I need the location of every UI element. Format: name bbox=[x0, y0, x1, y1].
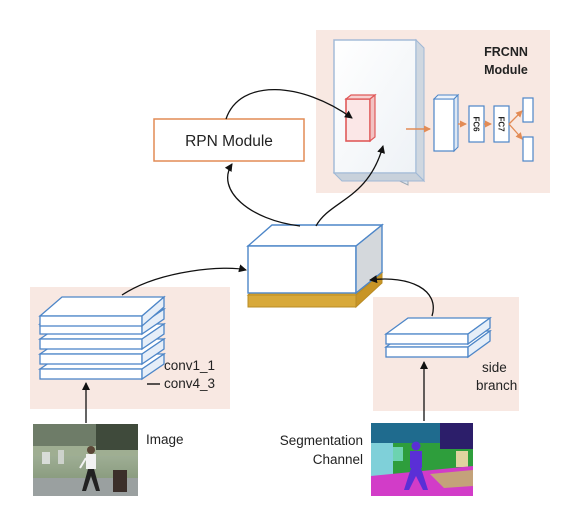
fc-branch-arrow-top bbox=[508, 110, 523, 125]
arrow-fused-to-rpn bbox=[224, 163, 301, 227]
fc-branch-arrow-bottom bbox=[508, 123, 523, 140]
side-branch-label-line2: branch bbox=[476, 378, 517, 393]
image-label: Image bbox=[146, 432, 184, 447]
arrow-rpn-to-roi bbox=[225, 89, 353, 120]
pooled-feature-block bbox=[432, 93, 460, 153]
rpn-module-box bbox=[153, 118, 305, 162]
rpn-module-label: RPN Module bbox=[185, 133, 273, 150]
side-branch-stack bbox=[384, 316, 492, 359]
arrow-fused-to-frcnn bbox=[315, 145, 385, 227]
fc7-label: FC7 bbox=[497, 116, 506, 132]
side-branch-label-line1: side bbox=[482, 360, 507, 375]
arrow-side-branch-to-fused bbox=[369, 275, 434, 317]
fused-feature-block bbox=[246, 223, 384, 309]
segmentation-channel-image bbox=[371, 423, 473, 496]
frcnn-feature-map bbox=[332, 38, 426, 186]
fc6-layer: FC6 bbox=[468, 105, 485, 143]
fc7-layer: FC7 bbox=[493, 105, 510, 143]
fc6-label: FC6 bbox=[472, 116, 481, 132]
segmentation-label-line2: Channel bbox=[313, 452, 363, 467]
frcnn-title-line2: Module bbox=[484, 63, 528, 77]
arrow-backbone-to-fused bbox=[121, 264, 247, 296]
cls-output bbox=[522, 97, 534, 123]
bbox-output bbox=[522, 136, 534, 162]
conv-start-label: conv1_1 bbox=[164, 358, 215, 373]
segmentation-label-line1: Segmentation bbox=[280, 433, 363, 448]
input-image bbox=[33, 424, 138, 496]
backbone-conv-stack bbox=[37, 295, 167, 381]
frcnn-title-line1: FRCNN bbox=[484, 45, 528, 59]
conv-end-label: conv4_3 bbox=[164, 376, 215, 391]
roi-box bbox=[344, 93, 377, 143]
